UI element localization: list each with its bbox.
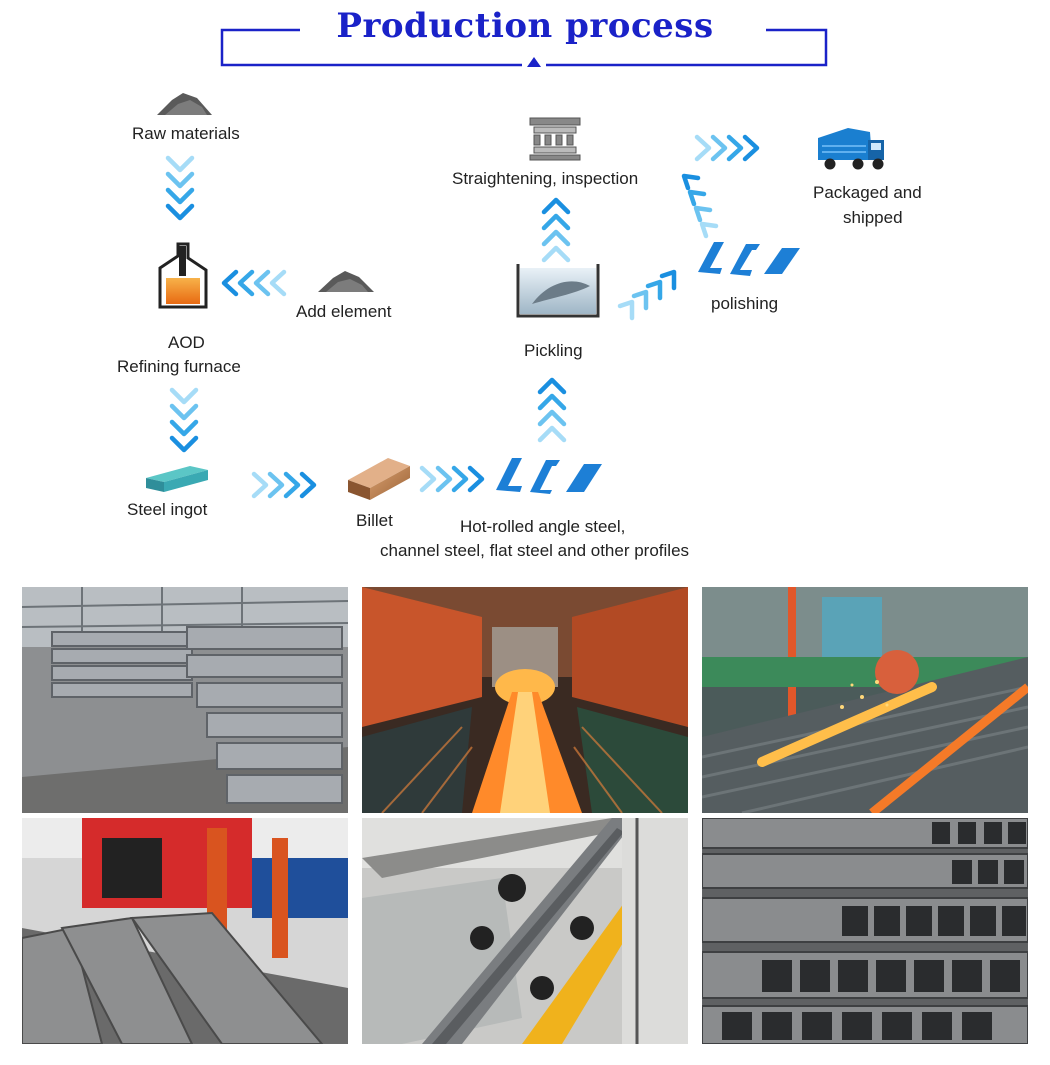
chevron-arrow-icon bbox=[694, 134, 760, 162]
chevron-arrow-icon bbox=[221, 269, 287, 297]
label-add-element: Add element bbox=[296, 302, 392, 321]
label-packaged-line-1: Packaged and bbox=[813, 183, 922, 202]
label-hot-rolled-line-1: Hot-rolled angle steel, bbox=[460, 517, 626, 536]
label-hot-rolled-line-2: channel steel, flat steel and other prof… bbox=[380, 541, 690, 560]
label-billet: Billet bbox=[356, 511, 393, 530]
furnace-icon bbox=[158, 242, 208, 309]
steel-channel-stacks-photo bbox=[22, 587, 348, 813]
channel-steel-cutting-photo bbox=[22, 818, 348, 1044]
chevron-arrow-icon bbox=[165, 155, 195, 221]
chevron-arrow-icon bbox=[681, 173, 719, 239]
title-pointer-icon bbox=[527, 57, 541, 67]
chevron-arrow-icon bbox=[169, 387, 199, 453]
label-straightening: Straightening, inspection bbox=[452, 169, 639, 188]
truck-icon bbox=[818, 128, 884, 170]
ingot-icon bbox=[146, 466, 208, 492]
label-refining-furnace: Refining furnace bbox=[117, 357, 241, 376]
profile-steel-icon bbox=[496, 458, 602, 494]
label-aod: AOD bbox=[168, 333, 205, 352]
ore-pile-icon bbox=[157, 93, 212, 115]
hot-bar-cooling-bed-photo bbox=[702, 587, 1028, 813]
chevron-arrow-icon bbox=[419, 465, 485, 493]
billet-icon bbox=[348, 458, 410, 500]
label-raw-materials: Raw materials bbox=[132, 124, 240, 143]
process-flow-diagram bbox=[146, 93, 884, 500]
pickling-tank-icon bbox=[516, 264, 600, 318]
hot-rolling-mill-photo bbox=[362, 587, 688, 813]
profile-steel-icon bbox=[698, 242, 800, 276]
chevron-arrow-icon bbox=[251, 471, 317, 499]
label-packaged-line-2: shipped bbox=[843, 208, 903, 227]
chevron-arrow-icon bbox=[537, 377, 567, 443]
label-steel-ingot: Steel ingot bbox=[127, 500, 208, 519]
label-polishing: polishing bbox=[711, 294, 779, 313]
title-frame bbox=[220, 28, 828, 67]
straightening-line-photo bbox=[362, 818, 688, 1044]
chevron-arrow-icon bbox=[541, 197, 571, 263]
page-title: Production process bbox=[336, 6, 714, 46]
label-pickling: Pickling bbox=[524, 341, 583, 360]
press-icon bbox=[529, 117, 581, 161]
chevron-arrow-icon bbox=[617, 269, 677, 321]
square-tube-stacks-photo bbox=[702, 818, 1028, 1044]
ore-pile-icon bbox=[318, 271, 374, 292]
